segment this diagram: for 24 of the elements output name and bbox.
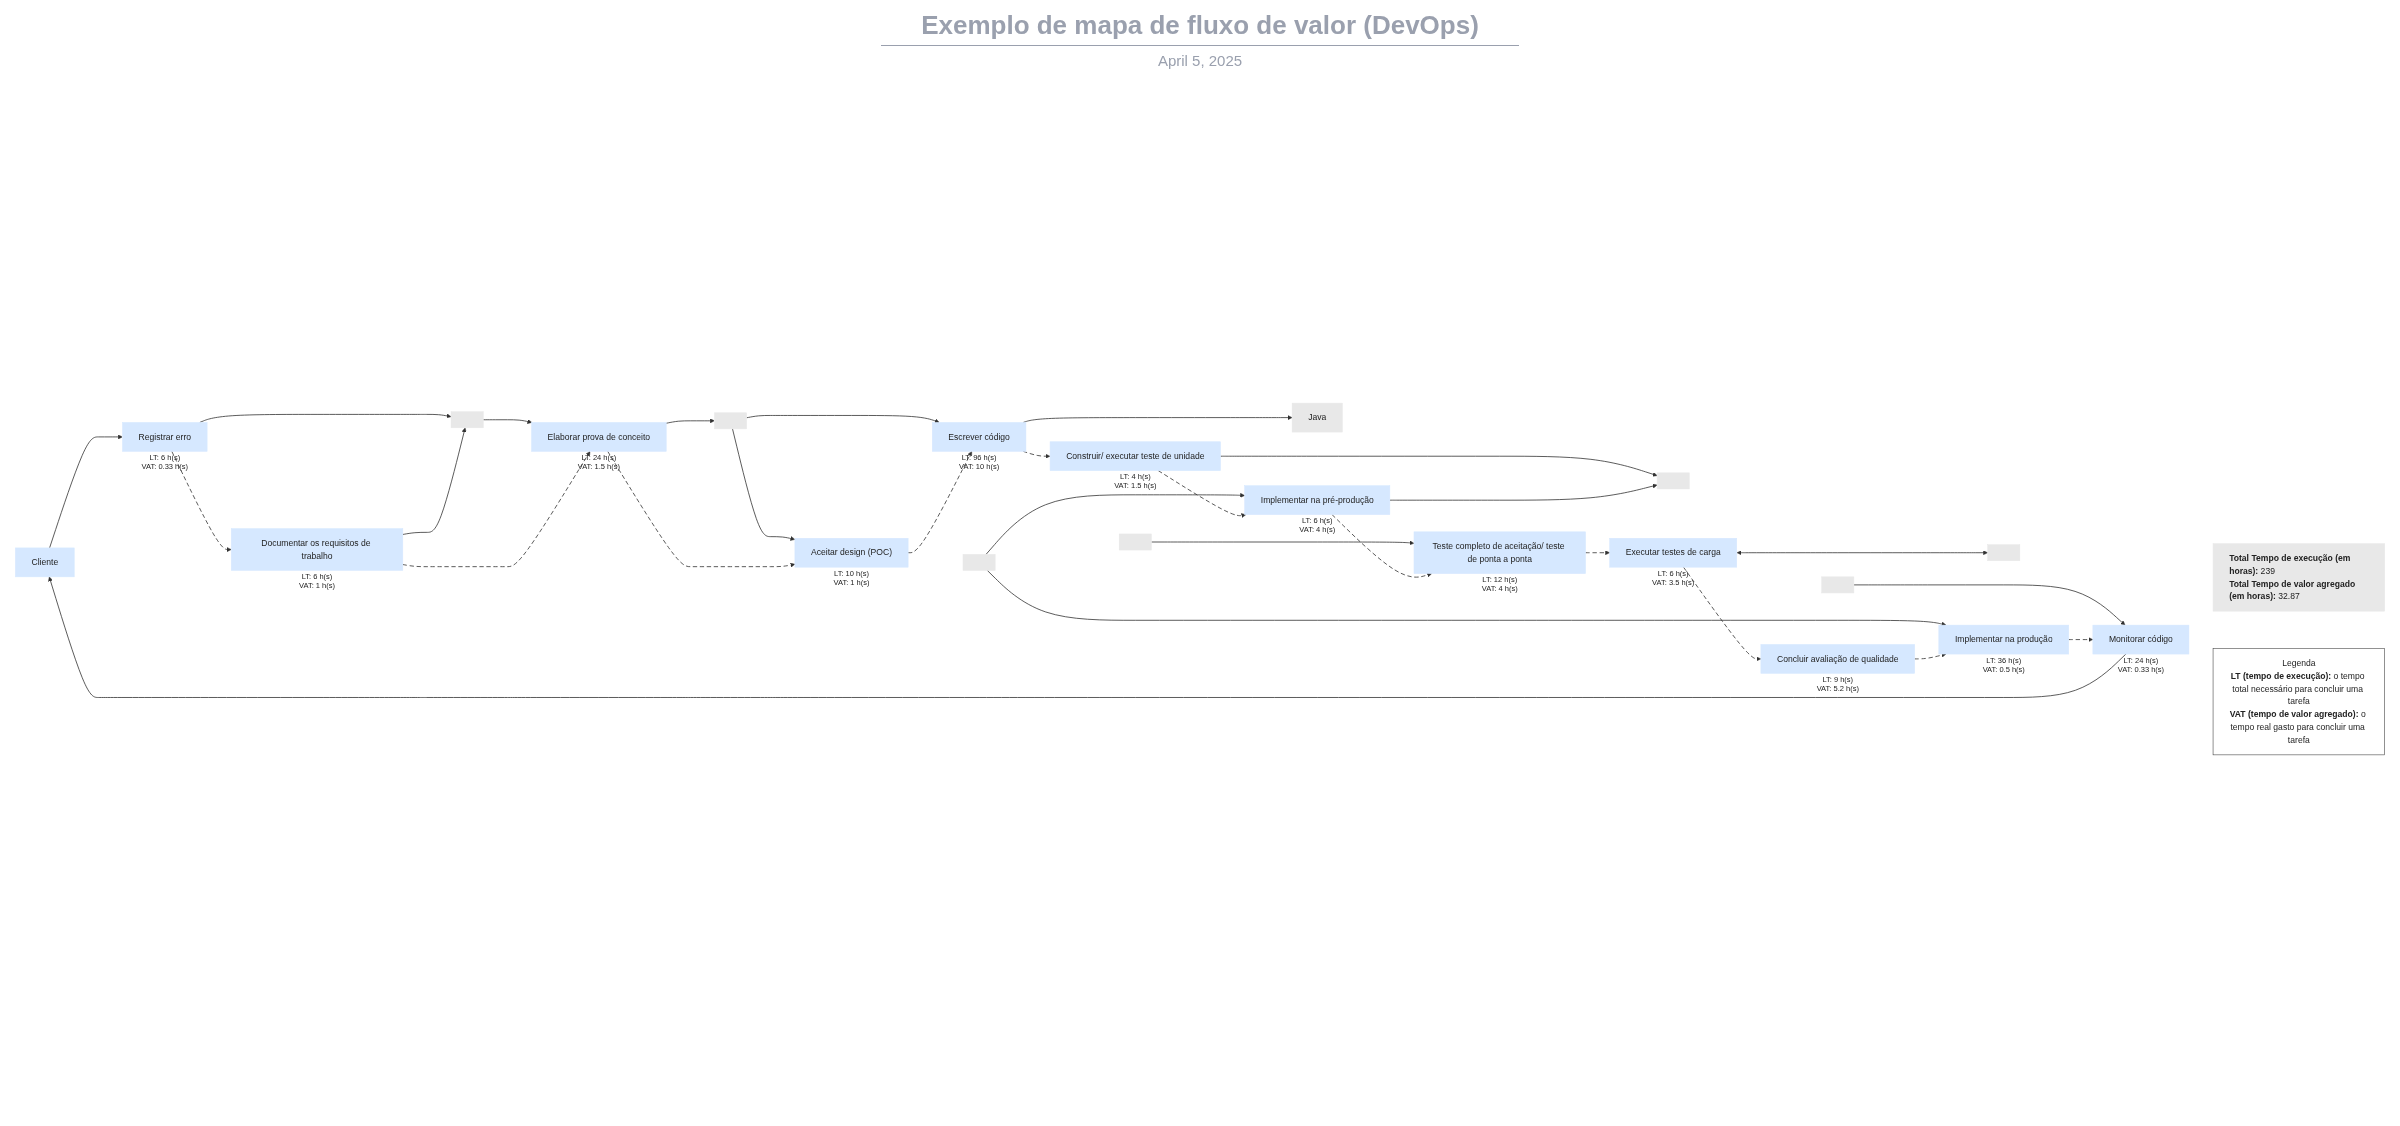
node-box [450, 411, 484, 429]
node-box: Elaborar prova de conceito [531, 422, 667, 452]
node-box: Implementar na produção [1938, 624, 2069, 655]
diagram-title: Exemplo de mapa de fluxo de valor (DevOps) [881, 10, 1519, 46]
node-box: Concluir avaliação de qualidade [1760, 644, 1915, 674]
node-box: Escrever código [932, 422, 1027, 452]
node-box: Java [1291, 402, 1343, 433]
node-box: Monitorar código [2092, 624, 2190, 655]
node-box: Aceitar design (POC) [794, 538, 909, 568]
node-box [962, 554, 996, 571]
diagram-date: April 5, 2025 [1156, 52, 1244, 69]
node-box [1656, 472, 1690, 490]
node-box [1987, 544, 2021, 562]
node-box: Documentar os requisitos de trabalho [230, 528, 404, 571]
node-box [1118, 533, 1152, 551]
node-box [714, 412, 747, 430]
node-box: Implementar na pré-produção [1244, 485, 1391, 515]
node-box: Registrar erro [122, 422, 208, 452]
node-box: Teste completo de aceitação/ teste de ponta a ponta [1413, 531, 1586, 574]
node-box: Cliente [15, 547, 75, 578]
node-box: Construir/ executar teste de unidade [1049, 441, 1221, 471]
node-box: Legenda LT (tempo de execução): o tempo total necessário para concluir uma tarefa VAT (tempo de valor agregado): o tempo real gasto para concluir uma tarefa [2212, 648, 2385, 756]
node-box [1821, 576, 1855, 594]
node-box: Executar testes de carga [1609, 538, 1737, 568]
